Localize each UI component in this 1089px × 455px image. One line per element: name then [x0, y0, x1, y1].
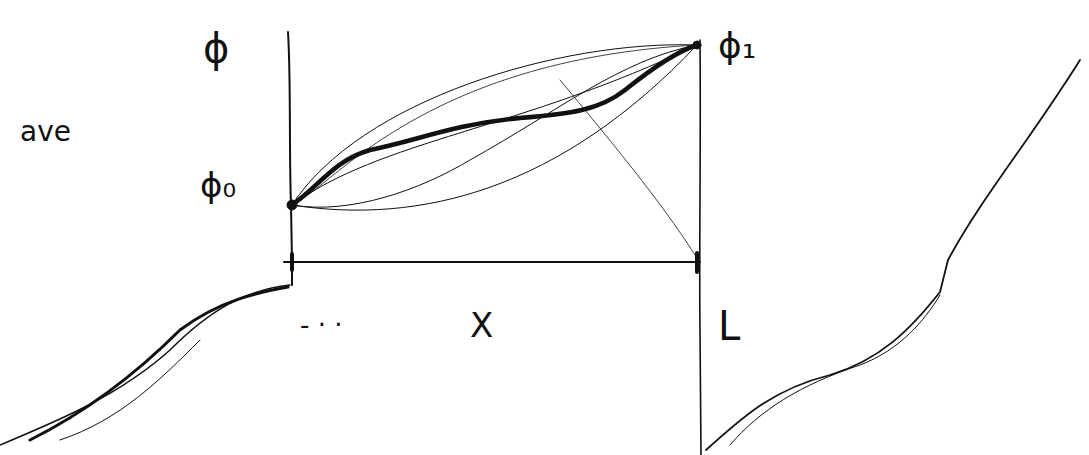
path-curve: [292, 45, 697, 205]
x-axis: [284, 261, 700, 263]
axis-label: X: [470, 308, 493, 342]
side-curve: [706, 60, 1080, 450]
path-curve: [292, 45, 697, 205]
cut-text: ave: [20, 118, 71, 146]
path-curve: [292, 45, 697, 210]
path-curve: [292, 45, 697, 205]
axis-ticks: [292, 253, 697, 272]
side-curve: [0, 285, 290, 445]
classical-path: [292, 45, 697, 205]
path-curve: [560, 80, 695, 255]
axis-label: ϕ: [203, 28, 229, 68]
phi-axis: [288, 32, 292, 285]
side-curve: [30, 287, 288, 440]
path-curve: [292, 45, 697, 207]
side-curve: [730, 295, 940, 445]
axis-dots: - · ·: [300, 312, 342, 338]
endpoint-label: ϕ₁: [718, 28, 756, 64]
end-line: [700, 40, 701, 455]
axis-label: L: [718, 306, 740, 346]
side-curve: [60, 340, 200, 440]
endpoint-label: ϕ₀: [200, 168, 236, 202]
